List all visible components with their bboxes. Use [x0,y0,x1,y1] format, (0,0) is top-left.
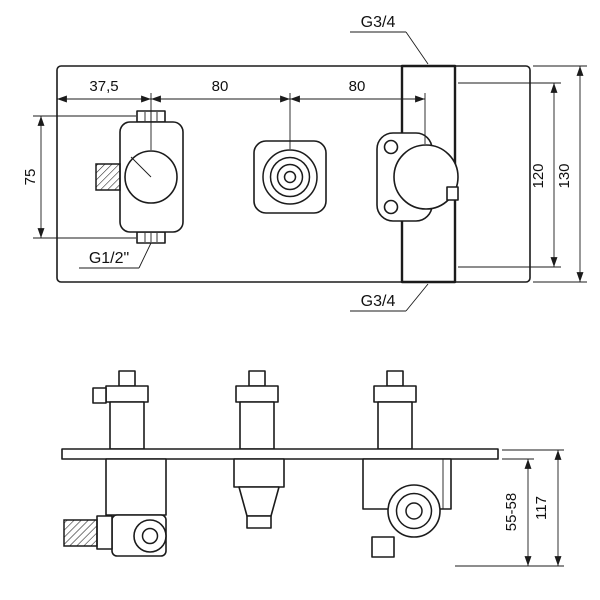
label-g34-bottom: G3/4 [350,283,429,312]
cartridge-upper-body [373,385,417,403]
left-valve [95,110,184,244]
left-union-nut-inner [141,527,159,545]
left-valve-bottom-port-threads [144,233,158,242]
cartridge-side-knob [92,387,107,404]
left-outlet-neck [96,515,113,550]
cartridge-stem [386,370,404,387]
left-union-nut [133,519,167,553]
cartridge-right [373,370,417,450]
dim-130-label: 130 [556,163,573,188]
middle-body-funnel [238,486,280,517]
dim-55-58: 55-58 [502,458,534,566]
under-plate-middle-body [233,458,285,529]
dim-offset-label: 37,5 [89,78,118,95]
cartridge-upper-body [235,385,279,403]
middle-valve-ring-2 [269,156,311,198]
g34-bottom-label: G3/4 [361,293,396,310]
left-body-upper [105,458,167,516]
under-plate-right-body [362,458,452,558]
leader-line [405,283,429,312]
dim-chain-horizontal: 37,5 80 80 [57,78,426,150]
dim-130: 130 [533,65,587,283]
middle-valve-ring-4 [283,170,297,184]
right-bottom-stub [371,536,395,558]
g12-label: G1/2" [89,250,129,267]
middle-valve-ring-3 [276,163,304,191]
cartridge-middle [235,370,279,450]
front-view: 55-58 117 [61,370,564,567]
middle-valve-ring-1 [262,149,318,205]
middle-valve-body [253,140,327,214]
dim-55-58-label: 55-58 [503,493,520,531]
dim-117-label: 117 [533,496,550,520]
dim-pitch-right-label: 80 [349,78,366,95]
dim-117: 117 [455,449,564,567]
right-union-outer [387,484,441,538]
right-valve [376,132,459,222]
dim-120: 120 [458,82,561,268]
flange-screw-hole-top [383,139,399,155]
dim-120-label: 120 [530,163,547,188]
left-valve-indicator-line [130,156,152,178]
cartridge-lower-body [377,401,413,450]
cartridge-stem [118,370,136,387]
dim-75-label: 75 [22,169,39,186]
g34-top-label: G3/4 [361,14,396,31]
cartridge-left [92,370,149,450]
plan-view: 37,5 80 80 75 120 130 G3/4 [22,14,587,312]
leader-line [138,242,152,269]
strip-detail [446,186,459,201]
left-valve-side-thread [95,163,121,191]
leader-line [405,31,429,65]
cartridge-upper-body [105,385,149,403]
left-outlet-thread [63,519,98,547]
right-union-inner [405,502,423,520]
middle-body-block [233,458,285,488]
right-valve-circle [393,144,459,210]
middle-valve [253,140,327,214]
label-g12: G1/2" [79,242,152,269]
label-g34-top: G3/4 [350,14,429,65]
mounting-plate-edge [61,448,499,460]
middle-body-tip [246,515,272,529]
right-union-mid [395,492,433,530]
cartridge-lower-body [109,401,145,450]
cartridge-stem [248,370,266,387]
flange-screw-hole-bottom [383,199,399,215]
dim-pitch-left-label: 80 [212,78,229,95]
cartridge-lower-body [239,401,275,450]
under-plate-left-body [63,458,167,557]
dim-75: 75 [22,115,136,239]
